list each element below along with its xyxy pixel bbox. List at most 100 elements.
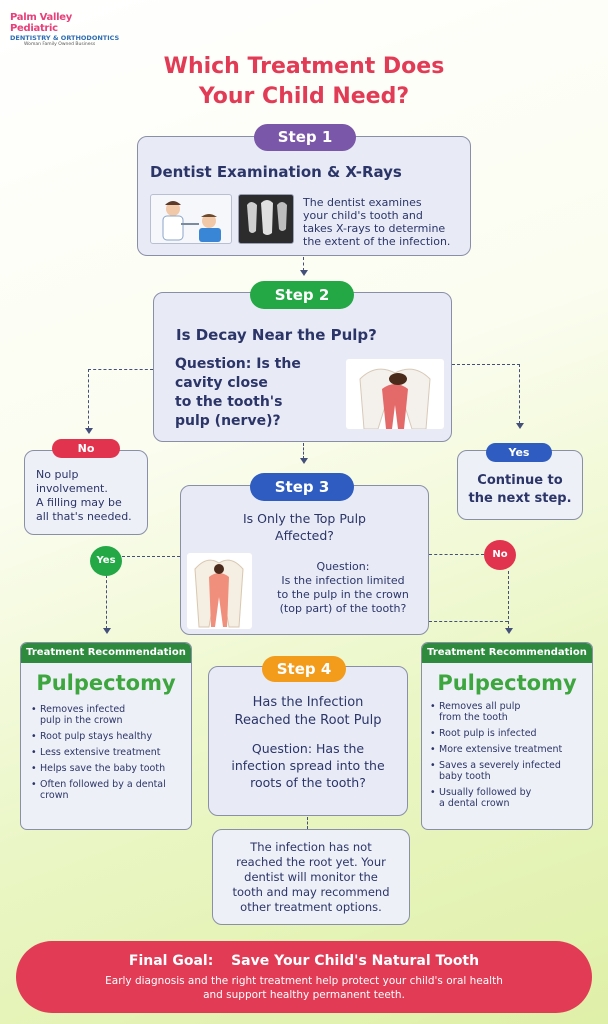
no-branch-text: No pulp involvement. A filling may be al… — [36, 468, 132, 524]
final-goal-description: Early diagnosis and the right treatment … — [16, 974, 592, 1002]
step3-no-badge: No — [484, 540, 516, 570]
tooth-crown-icon — [194, 559, 244, 628]
yes-branch-text: Continue to the next step. — [457, 472, 583, 508]
step4-badge: Step 4 — [262, 656, 346, 682]
step3-question-line: to the pulp in the crown — [277, 588, 409, 601]
no-branch-line: involvement. — [36, 482, 108, 495]
final-line: Early diagnosis and the right treatment … — [105, 975, 503, 987]
exam-illustration — [150, 194, 232, 244]
step3-heading-line: Is Only the Top Pulp — [243, 511, 366, 526]
step4-question: Question: Has the infection spread into … — [208, 740, 408, 791]
yes-branch-line: Continue to — [477, 473, 563, 488]
xray-tooth-icon — [247, 200, 287, 235]
step4-heading-line: Reached the Root Pulp — [234, 713, 382, 728]
no-branch-line: No pulp — [36, 468, 79, 481]
rec-left-header: Treatment Recommendation — [21, 643, 191, 663]
step4-note-line: reached the root yet. Your — [236, 855, 386, 869]
list-item: Less extensive treatment — [26, 747, 191, 758]
connector-step3-no-v — [508, 571, 509, 629]
step4-question-line: Question: Has the — [251, 741, 365, 756]
final-line: and support healthy permanent teeth. — [203, 989, 405, 1001]
connector-step2-yes-h — [452, 364, 520, 365]
step4-note-line: The infection has not — [250, 840, 372, 854]
arrow-step2-yes — [516, 423, 524, 429]
step2-badge: Step 2 — [250, 281, 354, 309]
connector-2-3 — [303, 443, 304, 459]
list-item: Root pulp stays healthy — [26, 731, 191, 742]
brand-logo: Palm Valley Pediatric DENTISTRY & ORTHOD… — [10, 12, 120, 48]
rec-right-title: Pulpectomy — [437, 671, 577, 695]
step4-note-line: other treatment options. — [240, 900, 382, 914]
list-item: Usually followed bya dental crown — [425, 787, 592, 809]
tooth-decay-icon — [359, 368, 431, 430]
step3-yes-badge: Yes — [90, 546, 122, 576]
step2-question-line: pulp (nerve)? — [175, 413, 281, 429]
yes-branch-line: the next step. — [468, 491, 572, 506]
logo-line-2: DENTISTRY & ORTHODONTICS — [10, 34, 120, 42]
rec-right-card: Treatment Recommendation Pulpectomy Remo… — [421, 642, 593, 830]
title-line-1: Which Treatment Does — [163, 54, 445, 79]
crown-tooth-illustration — [187, 553, 252, 629]
connector-step2-no-h — [88, 369, 153, 370]
logo-line-3: Woman Family Owned Business — [24, 42, 96, 47]
step1-badge: Step 1 — [254, 124, 356, 151]
title-line-2: Your Child Need? — [198, 84, 410, 109]
decay-tooth-illustration — [346, 359, 444, 430]
connector-step2-yes-v — [519, 364, 520, 424]
dentist-icon — [162, 201, 221, 242]
step4-heading-line: Has the Infection — [252, 695, 364, 710]
final-goal-banner: Final Goal: Save Your Child's Natural To… — [16, 941, 592, 1013]
connector-step3-yes-v — [106, 575, 107, 629]
connector-step2-no-v — [88, 369, 89, 429]
arrow-step3-no — [505, 628, 513, 634]
step2-question-line: Question: Is the — [175, 356, 301, 372]
step2-heading: Is Decay Near the Pulp? — [176, 326, 377, 344]
list-item: Root pulp is infected — [425, 728, 592, 739]
step1-description: The dentist examines your child's tooth … — [303, 196, 450, 248]
step4-question-line: infection spread into the — [231, 758, 385, 773]
final-goal-label: Final Goal: — [128, 953, 214, 969]
no-branch-line: all that's needed. — [36, 510, 132, 523]
connector-1-2 — [303, 257, 304, 271]
no-badge: No — [52, 439, 120, 458]
step1-line: takes X-rays to determine — [303, 222, 446, 235]
logo-line-1: Palm Valley Pediatric — [10, 12, 72, 34]
step2-question-line: to the tooth's — [175, 394, 283, 410]
yes-badge: Yes — [486, 443, 552, 462]
connector-step3-no-h — [429, 554, 484, 555]
step3-question-line: Is the infection limited — [281, 574, 405, 587]
step4-heading: Has the Infection Reached the Root Pulp — [208, 694, 408, 730]
rec-left-title: Pulpectomy — [36, 671, 176, 695]
connector-step3-bottom — [429, 621, 508, 622]
step4-note-line: tooth and may recommend — [232, 885, 390, 899]
step3-badge: Step 3 — [250, 473, 354, 501]
step4-question-line: roots of the tooth? — [250, 775, 366, 790]
step2-question: Question: Is the cavity close to the too… — [175, 355, 301, 431]
step3-question-line: Question: — [316, 560, 370, 573]
step3-question: Question: Is the infection limited to th… — [258, 560, 428, 616]
list-item: More extensive treatment — [425, 744, 592, 755]
step1-line: your child's tooth and — [303, 209, 423, 222]
step1-heading: Dentist Examination & X-Rays — [150, 163, 402, 181]
no-branch-card — [24, 450, 148, 535]
arrow-2-3 — [300, 458, 308, 464]
step1-line: the extent of the infection. — [303, 235, 451, 248]
connector-4-note — [307, 817, 308, 829]
arrow-step3-yes — [103, 628, 111, 634]
rec-right-header: Treatment Recommendation — [422, 643, 592, 663]
step4-note-card — [212, 829, 410, 925]
arrow-1-2 — [300, 270, 308, 276]
final-goal-text: Save Your Child's Natural Tooth — [231, 953, 480, 969]
step4-note-text: The infection has not reached the root y… — [212, 840, 410, 915]
step3-heading: Is Only the Top Pulp Affected? — [180, 510, 429, 544]
page-title: Which Treatment Does Your Child Need? — [0, 52, 608, 112]
xray-image — [238, 194, 294, 244]
arrow-step2-no — [85, 428, 93, 434]
step1-line: The dentist examines — [303, 196, 422, 209]
rec-left-card: Treatment Recommendation Pulpectomy Remo… — [20, 642, 192, 830]
